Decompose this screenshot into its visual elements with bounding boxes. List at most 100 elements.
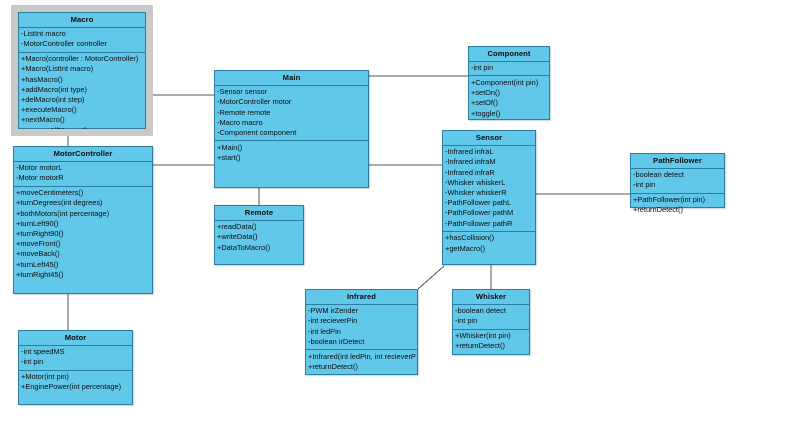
attribute-row: -ListInt macro [21,29,66,39]
operation-row: +writeData() [217,232,258,242]
attributes-motorcontroller: -Motor motorL -Motor motorR [14,162,152,187]
class-title-remote: Remote [215,206,303,221]
uml-class-motor[interactable]: Motor -int speedMS -int pin +Motor(int p… [18,330,133,405]
connector-sensor-infrared[interactable] [417,265,445,290]
operation-row: +removeAllMacros() [21,125,88,135]
attribute-row: -Macro macro [217,117,263,127]
class-title-macro: Macro [19,13,145,28]
operation-row: +hasCollision() [445,233,495,243]
attribute-row: -Whisker whiskerL [445,177,506,187]
operation-row: +addMacro(int type) [21,84,87,94]
operations-infrared: +Infrared(int ledPin, int recieverPin) +… [306,350,417,374]
attribute-row: -int pin [471,63,494,73]
operations-motorcontroller: +moveCentimeters() +turnDegrees(int degr… [14,187,152,282]
operation-row: +turnDegrees(int degrees) [16,198,103,208]
operation-row: +Macro(controller : MotorController) [21,54,139,64]
operation-row: +returnDetect() [308,361,358,371]
operation-row: +start() [217,152,241,162]
operations-remote: +readData() +writeData() +DataToMacro() [215,221,303,255]
attribute-row: -int ledPin [308,326,341,336]
attribute-row: -Infrared infraR [445,167,495,177]
operation-row: +turnRight90() [16,228,64,238]
uml-class-sensor[interactable]: Sensor -Infrared infraL -Infrared infraM… [442,130,536,265]
uml-class-main[interactable]: Main -Sensor sensor -MotorController mot… [214,70,369,188]
operation-row: +hasMacro() [21,74,63,84]
operation-row: +executeMacro() [21,105,77,115]
attribute-row: -Whisker whiskerR [445,188,507,198]
attribute-row: -int pin [633,180,656,190]
attribute-row: -int pin [455,316,478,326]
operation-row: +moveCentimeters() [16,188,84,198]
operation-row: +turnRight45() [16,269,64,279]
operations-component: +Component(int pin) +setOn() +setOf() +t… [469,76,549,120]
class-title-sensor: Sensor [443,131,535,146]
operation-row: +readData() [217,222,257,232]
operations-sensor: +hasCollision() +getMacro() [443,232,535,256]
uml-class-infrared[interactable]: Infrared -PWM irZender -int recieverPin … [305,289,418,375]
operations-whisker: +Whisker(int pin) +returnDetect() [453,330,529,354]
operation-row: +turnLeft90() [16,218,59,228]
uml-class-motorcontroller[interactable]: MotorController -Motor motorL -Motor mot… [13,146,153,294]
operation-row: +turnLeft45() [16,259,59,269]
class-title-whisker: Whisker [453,290,529,305]
class-title-pathfollower: PathFollower [631,154,724,169]
class-title-main: Main [215,71,368,86]
operations-main: +Main() +start() [215,141,368,165]
attribute-row: -int speedMS [21,347,65,357]
operation-row: +delMacro(int step) [21,94,85,104]
class-title-component: Component [469,47,549,62]
attributes-motor: -int speedMS -int pin [19,346,132,371]
attribute-row: -PathFollower pathR [445,218,513,228]
class-title-infrared: Infrared [306,290,417,305]
attribute-row: -Infrared infraM [445,157,496,167]
operation-row: +Main() [217,142,243,152]
attributes-component: -int pin [469,62,549,77]
attribute-row: -Sensor sensor [217,87,268,97]
attribute-row: -PathFollower pathM [445,208,514,218]
attribute-row: -int pin [21,357,44,367]
attributes-pathfollower: -boolean detect -int pin [631,169,724,194]
operation-row: +DataToMacro() [217,242,271,252]
operation-row: +toggle() [471,108,501,118]
attributes-infrared: -PWM irZender -int recieverPin -int ledP… [306,305,417,351]
operation-row: +getMacro() [445,243,486,253]
uml-class-macro[interactable]: Macro -ListInt macro -MotorController co… [12,6,152,135]
attributes-macro: -ListInt macro -MotorController controll… [19,28,145,53]
operation-row: +moveBack() [16,249,60,259]
attributes-main: -Sensor sensor -MotorController motor -R… [215,86,368,142]
attributes-whisker: -boolean detect -int pin [453,305,529,330]
attribute-row: -boolean irDetect [308,336,365,346]
operation-row: +PathFollower(int pin) [633,195,706,205]
operation-row: +setOf() [471,98,498,108]
operation-row: +returnDetect() [455,341,505,351]
uml-class-pathfollower[interactable]: PathFollower -boolean detect -int pin +P… [630,153,725,214]
operation-row: +moveFront() [16,239,61,249]
operations-motor: +Motor(int pin) +EnginePower(int percent… [19,371,132,395]
operation-row: +Infrared(int ledPin, int recieverPin) [308,351,416,361]
uml-class-whisker[interactable]: Whisker -boolean detect -int pin +Whiske… [452,289,530,355]
attribute-row: -boolean detect [455,306,506,316]
operations-macro: +Macro(controller : MotorController) +Ma… [19,53,145,138]
attribute-row: -MotorController controller [21,39,107,49]
operation-row: +returnDetect() [633,205,683,215]
attribute-row: -Remote remote [217,107,271,117]
attribute-row: -PWM irZender [308,306,359,316]
operation-row: +Motor(int pin) [21,372,69,382]
operation-row: +Macro(ListInt macro) [21,64,94,74]
attribute-row: -PathFollower pathL [445,198,512,208]
operation-row: +bothMotors(int percentage) [16,208,110,218]
attribute-row: -int recieverPin [308,316,358,326]
attribute-row: -boolean detect [633,170,684,180]
operation-row: +setOn() [471,88,500,98]
attribute-row: -Infrared infraL [445,147,494,157]
operation-row: +EnginePower(int percentage) [21,382,122,392]
class-title-motor: Motor [19,331,132,346]
uml-class-component[interactable]: Component -int pin +Component(int pin) +… [468,46,550,120]
attribute-row: -Motor motorR [16,173,64,183]
attribute-row: -MotorController motor [217,97,292,107]
uml-class-remote[interactable]: Remote +readData() +writeData() +DataToM… [214,205,304,265]
attribute-row: -Motor motorL [16,163,63,173]
class-title-motorcontroller: MotorController [14,147,152,162]
